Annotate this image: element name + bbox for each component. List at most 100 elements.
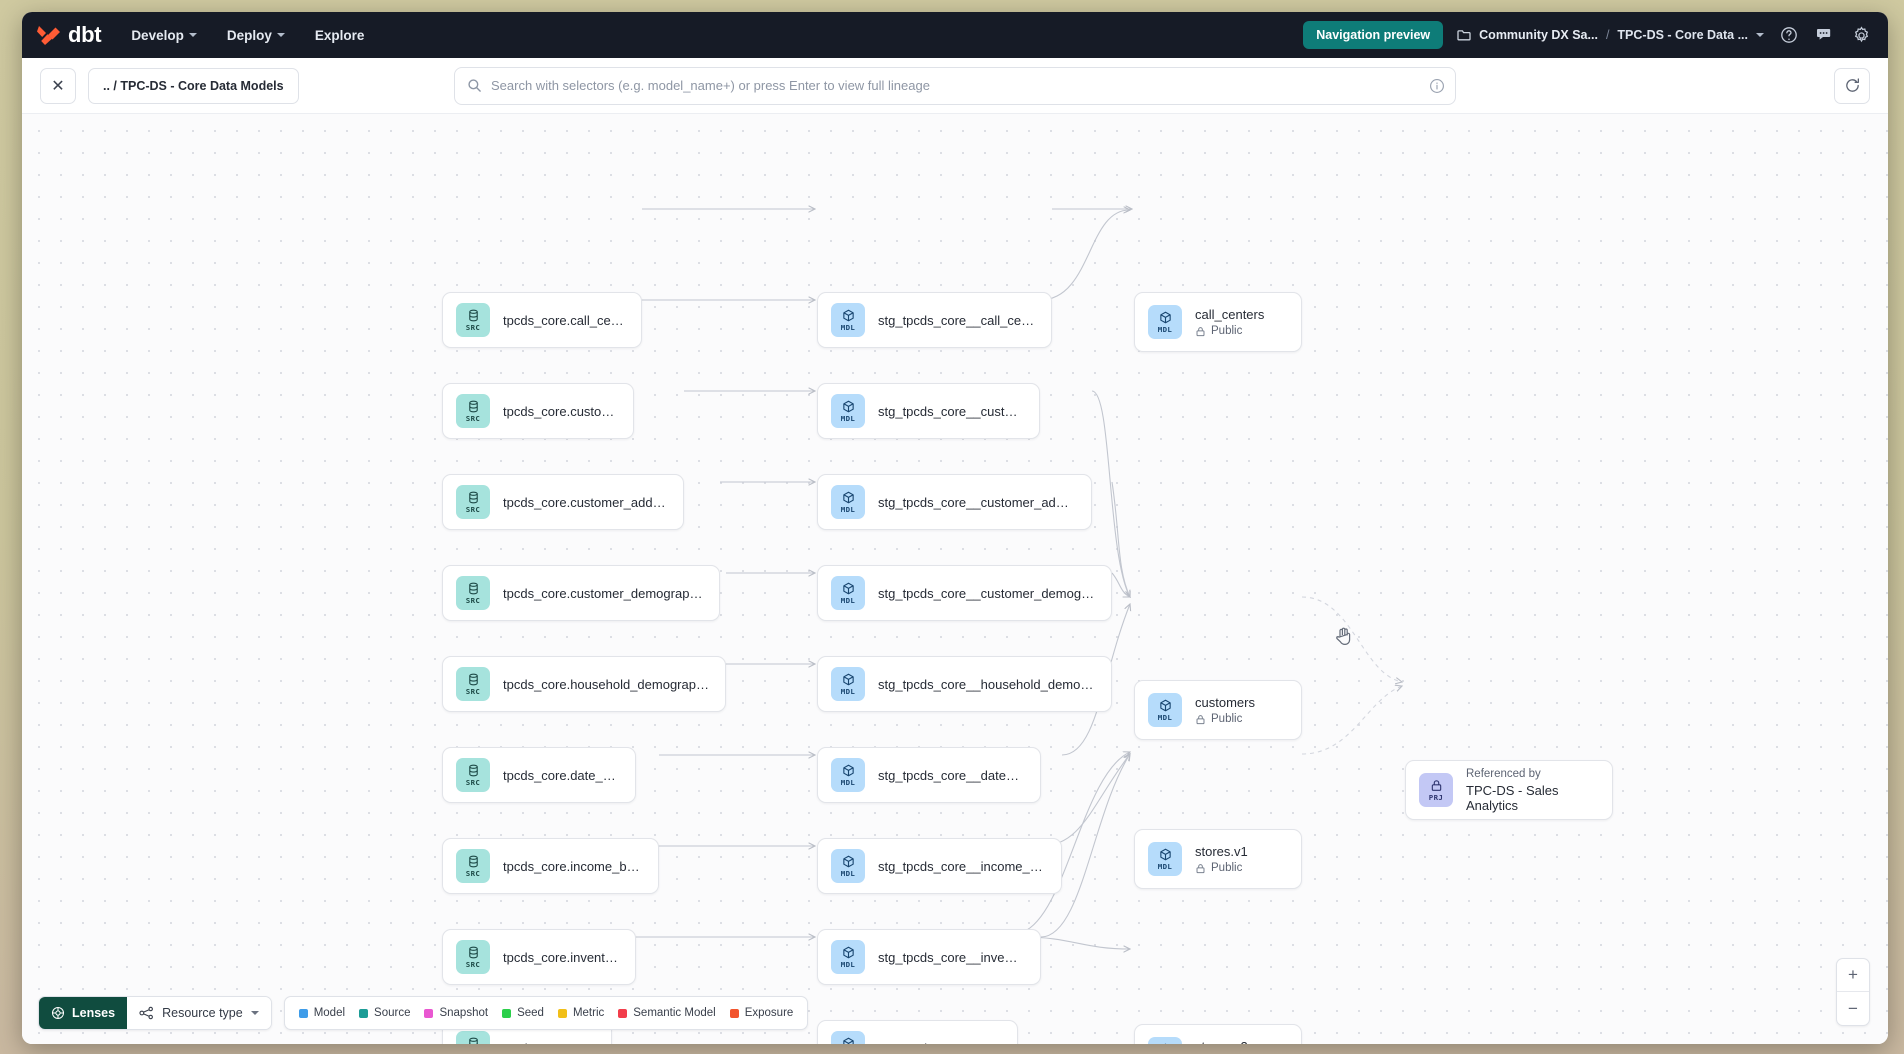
node-title: stg_tpcds_core__inventory <box>878 949 1024 965</box>
project-name[interactable]: TPC-DS - Core Data ... <box>1617 28 1748 42</box>
nav-item-explore[interactable]: Explore <box>313 24 367 47</box>
node-title: tpcds_core.date_dim <box>503 767 619 783</box>
node-title: tpcds_core.household_demographics <box>503 676 709 692</box>
legend-item-seed[interactable]: Seed <box>502 1007 544 1019</box>
lock-icon <box>1195 714 1206 725</box>
resource-type-icon <box>139 1006 154 1020</box>
mdl-badge-icon: MDL <box>831 485 865 519</box>
app-window: dbt Develop Deploy Explore Navigation pr… <box>22 12 1888 1044</box>
zoom-in-button[interactable]: + <box>1837 959 1869 992</box>
nav-item-deploy[interactable]: Deploy <box>225 24 287 47</box>
legend-item-semantic-model[interactable]: Semantic Model <box>618 1007 716 1019</box>
node-labels: stg_tpcds_core__date_dim <box>878 768 1024 783</box>
dbt-logo-icon <box>36 24 62 46</box>
legend-label: Snapshot <box>439 1007 489 1019</box>
node-title: stg_tpcds_core__customer <box>878 403 1023 419</box>
legend-item-exposure[interactable]: Exposure <box>729 1007 794 1019</box>
legend-label: Exposure <box>744 1007 794 1019</box>
dbt-logo[interactable]: dbt <box>36 22 102 48</box>
nav-item-develop[interactable]: Develop <box>129 24 199 47</box>
lineage-node-stg-tpcds-core-store[interactable]: MDL stg_tpcds_core__store <box>817 1020 1018 1044</box>
lenses-button[interactable]: Lenses <box>39 997 128 1029</box>
node-labels: stores.v2Public <box>1195 1039 1248 1044</box>
node-title: call_centers <box>1195 307 1265 322</box>
mdl-badge-icon: MDL <box>1148 842 1182 876</box>
close-button[interactable]: ✕ <box>40 67 76 104</box>
legend-item-source[interactable]: Source <box>359 1007 410 1019</box>
help-icon[interactable] <box>1778 24 1800 46</box>
node-title: stores.v1 <box>1195 844 1248 859</box>
node-labels: tpcds_core.store <box>503 1041 595 1045</box>
node-labels: tpcds_core.date_dim <box>503 768 619 783</box>
legend-item-snapshot[interactable]: Snapshot <box>424 1007 488 1019</box>
legend-item-model[interactable]: Model <box>298 1007 345 1019</box>
close-icon: ✕ <box>51 77 65 95</box>
refresh-button[interactable] <box>1834 67 1870 104</box>
node-title: tpcds_core.customer_demographics <box>503 585 703 601</box>
search-input[interactable] <box>491 78 1429 93</box>
node-title: stg_tpcds_core__customer_address <box>878 494 1075 510</box>
legend-label: Semantic Model <box>633 1007 716 1019</box>
legend-label: Metric <box>572 1007 605 1019</box>
lock-icon <box>1195 863 1206 874</box>
lenses-label: Lenses <box>72 1006 116 1020</box>
node-title: stg_tpcds_core__store <box>878 1041 1001 1045</box>
node-labels: tpcds_core.call_center <box>503 313 625 328</box>
mdl-badge-icon: MDL <box>831 1031 865 1044</box>
lineage-node-stores-v2[interactable]: MDL stores.v2Public <box>1134 1024 1302 1044</box>
node-labels: tpcds_core.income_band <box>503 859 642 874</box>
legend-label: Source <box>374 1007 411 1019</box>
settings-icon[interactable] <box>1850 24 1872 46</box>
lineage-node-stg-tpcds-core-customer-address[interactable]: MDL stg_tpcds_core__customer_address <box>817 474 1092 530</box>
chevron-down-icon[interactable] <box>1756 33 1764 37</box>
navigation-preview-button[interactable]: Navigation preview <box>1303 21 1444 49</box>
lineage-node-stg-tpcds-core-income-band[interactable]: MDL stg_tpcds_core__income_band <box>817 838 1062 894</box>
node-title: stg_tpcds_core__income_band <box>878 858 1045 874</box>
node-title: tpcds_core.income_band <box>503 858 642 874</box>
node-title: tpcds_core.customer_address <box>503 494 667 510</box>
account-name[interactable]: Community DX Sa... <box>1479 28 1598 42</box>
resource-type-dropdown[interactable]: Resource type <box>127 997 271 1029</box>
node-title: stg_tpcds_core__household_demogr… <box>878 676 1095 692</box>
node-labels: tpcds_core.customer <box>503 404 617 419</box>
zoom-out-button[interactable]: − <box>1848 998 1858 1018</box>
search-bar[interactable] <box>454 66 1456 105</box>
mdl-badge-icon: MDL <box>831 849 865 883</box>
nav-item-develop-label: Develop <box>131 27 184 43</box>
mdl-badge-icon: MDL <box>831 758 865 792</box>
node-title: TPC-DS - Sales Analytics <box>1466 782 1559 813</box>
lineage-toolbar: ✕ .. / TPC-DS - Core Data Models <box>22 58 1888 114</box>
feedback-icon[interactable] <box>1814 24 1836 46</box>
breadcrumb-pill[interactable]: .. / TPC-DS - Core Data Models <box>88 67 299 104</box>
legend-swatch <box>729 1008 739 1018</box>
node-labels: stg_tpcds_core__call_center <box>878 313 1035 328</box>
search-icon <box>467 78 482 93</box>
info-icon[interactable] <box>1429 78 1445 94</box>
lineage-node-stg-tpcds-core-date-dim[interactable]: MDL stg_tpcds_core__date_dim <box>817 747 1041 803</box>
legend-swatch <box>557 1008 567 1018</box>
mdl-badge-icon: MDL <box>1148 1037 1182 1044</box>
mdl-badge-icon: MDL <box>831 576 865 610</box>
legend-item-metric[interactable]: Metric <box>557 1007 605 1019</box>
